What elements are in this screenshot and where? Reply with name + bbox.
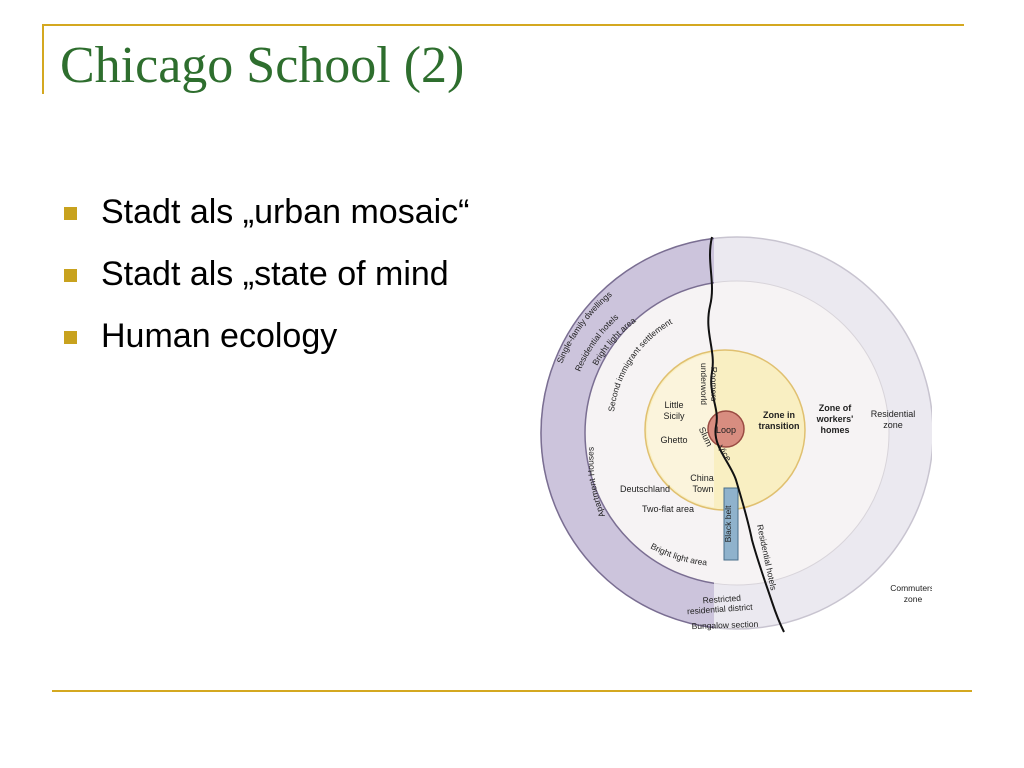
underworld-label: underworld [699,363,709,405]
zone-of-workers-label: homes [820,425,849,435]
bullet-list: Stadt als „urban mosaic“ Stadt als „stat… [62,190,470,376]
residential-zone-label: zone [883,420,903,430]
restricted-district-label: residential district [687,602,754,617]
square-bullet-icon [64,269,77,282]
deutschland-label: Deutschland [620,484,670,494]
left-inner-shade [647,352,714,508]
residential-zone-label: Residential [871,409,916,419]
square-bullet-icon [64,207,77,220]
concentric-zone-diagram: Loop Zone in transition Zone of workers'… [540,236,932,633]
zone-of-workers-label: workers' [816,414,854,424]
two-flat-area-label: Two-flat area [642,504,694,514]
bullet-text: Stadt als „urban mosaic“ [101,193,470,231]
roomers-label: Roomers [709,367,719,401]
restricted-district-label: Restricted [702,593,741,606]
china-town-label: Town [692,484,713,494]
bungalow-section-label: Bungalow section [691,619,758,631]
bullet-text: Stadt als „state of mind [101,255,449,293]
little-sicily-label: Sicily [663,411,685,421]
commuters-zone-label: Commuters' [890,583,932,593]
little-sicily-label: Little [664,400,683,410]
bullet-text: Human ecology [101,317,338,355]
bottom-rule [52,690,972,692]
left-rule [42,24,44,94]
zone-in-transition-label: transition [758,421,799,431]
slide-title: Chicago School (2) [60,37,465,94]
loop-label: Loop [716,425,736,435]
black-belt-strip [723,487,739,561]
square-bullet-icon [64,331,77,344]
bullet-item: Stadt als „urban mosaic“ [62,190,470,252]
black-belt-label: Black belt [723,505,733,542]
commuters-zone-label: zone [904,594,923,604]
zone-of-workers-label: Zone of [819,403,852,413]
ghetto-label: Ghetto [660,435,687,445]
zone-in-transition-label: Zone in [763,410,795,420]
bullet-item: Human ecology [62,314,470,376]
bullet-item: Stadt als „state of mind [62,252,470,314]
china-town-label: China [690,473,714,483]
river-line [707,236,785,633]
top-rule [42,24,964,26]
